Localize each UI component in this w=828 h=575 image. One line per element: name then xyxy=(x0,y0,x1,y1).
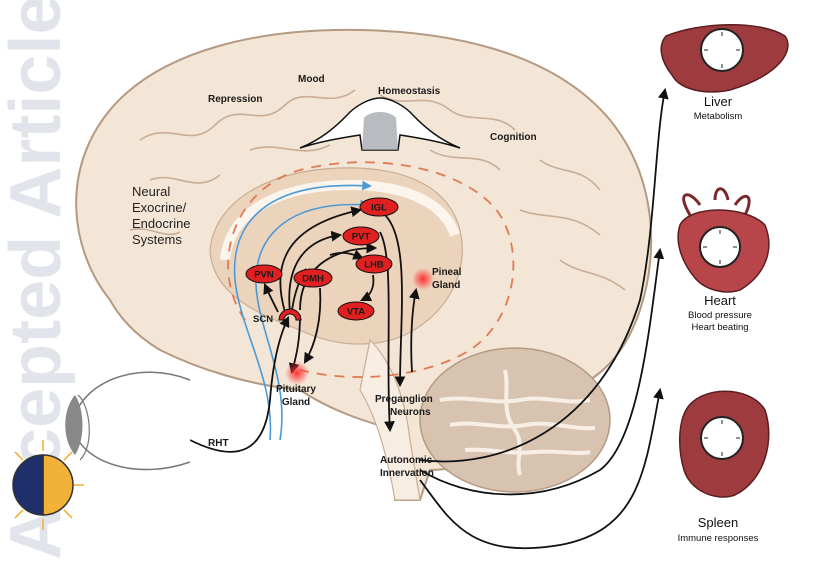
spleen-function: Immune responses xyxy=(678,533,759,544)
nucleus-igl: IGL xyxy=(359,197,399,217)
nucleus-pvn-label: PVN xyxy=(254,270,274,281)
pituitary-label-1: Pituitary xyxy=(276,384,316,395)
heart-clock-icon xyxy=(699,226,741,268)
spleen-clock-icon xyxy=(700,416,744,460)
heart-function-1: Blood pressure xyxy=(688,310,752,321)
label-homeostasis: Homeostasis xyxy=(378,86,441,97)
pituitary-label-2: Gland xyxy=(282,397,310,408)
pituitary-gland: Pituitary Gland xyxy=(276,361,316,408)
nucleus-dmh-label: DMH xyxy=(302,274,324,285)
nucleus-pvt: PVT xyxy=(342,226,380,246)
preganglion-label-1: Preganglion xyxy=(375,394,433,405)
preganglion-label-2: Neurons xyxy=(390,407,431,418)
rht-label: RHT xyxy=(208,438,229,449)
liver-clock-icon xyxy=(700,28,744,72)
gyri-lines xyxy=(129,89,626,291)
label-repression: Repression xyxy=(208,94,262,105)
spleen-name: Spleen xyxy=(698,515,738,530)
label-neural-3: Endocrine xyxy=(132,216,191,231)
cerebellum xyxy=(419,347,611,493)
autonomic-label-1: Autonomic xyxy=(380,455,433,466)
pineal-label-1: Pineal xyxy=(432,267,462,278)
nucleus-pvn: PVN xyxy=(245,264,283,284)
eye: RHT xyxy=(65,371,229,471)
label-neural-1: Neural xyxy=(132,184,170,199)
dashed-loop xyxy=(227,161,515,378)
nucleus-scn-label: SCN xyxy=(253,314,273,325)
nucleus-lhb: LHB xyxy=(355,254,393,274)
day-night-icon xyxy=(12,440,84,530)
autonomic-label-2: Innervation xyxy=(380,468,434,479)
nucleus-scn: SCN xyxy=(253,308,302,325)
spleen: Spleen Immune responses xyxy=(678,390,770,544)
label-neural-2: Exocrine/ xyxy=(132,200,187,215)
liver-name: Liver xyxy=(704,94,733,109)
nucleus-igl-label: IGL xyxy=(371,203,387,214)
label-cognition: Cognition xyxy=(490,132,537,143)
nucleus-dmh: DMH xyxy=(293,268,333,288)
pineal-label-2: Gland xyxy=(432,280,460,291)
label-neural-4: Systems xyxy=(132,232,182,247)
nucleus-pvt-label: PVT xyxy=(352,232,371,243)
black-pathways xyxy=(189,87,669,550)
blue-pathways xyxy=(233,180,372,441)
pineal-gland: Pineal Gland xyxy=(412,267,462,291)
heart-name: Heart xyxy=(704,293,736,308)
heart: Heart Blood pressure Heart beating xyxy=(677,187,770,333)
heart-function-2: Heart beating xyxy=(691,322,748,333)
nucleus-vta-label: VTA xyxy=(347,307,365,318)
nucleus-lhb-label: LHB xyxy=(364,260,384,271)
nucleus-vta: VTA xyxy=(337,301,375,321)
liver: Liver Metabolism xyxy=(660,24,789,122)
liver-function: Metabolism xyxy=(694,111,743,122)
label-mood: Mood xyxy=(298,74,325,85)
